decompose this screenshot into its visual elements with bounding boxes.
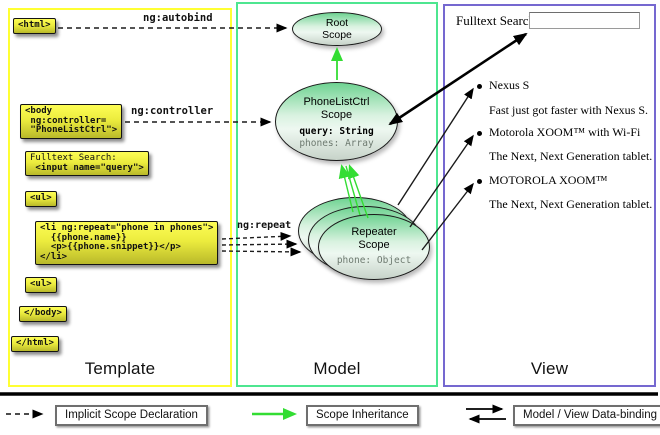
phonelistctrl-scope-ellipse: PhoneListCtrl Scope query: String phones…	[275, 82, 398, 161]
code-line: </html>	[16, 338, 54, 348]
code-line: <ul>	[30, 279, 52, 289]
view-item-snippet: Fast just got faster with Nexus S.	[489, 103, 648, 117]
code-line: </body>	[24, 308, 62, 318]
ng-autobind-label: ng:autobind	[143, 12, 213, 24]
view-item-title: Nexus S	[489, 78, 530, 92]
view-item-snippet: The Next, Next Generation tablet.	[489, 149, 653, 163]
root-scope-title: Scope	[322, 29, 352, 41]
ng-repeat-label: ng:repeat	[237, 220, 292, 231]
repeater-scope-title: Scope	[358, 239, 390, 251]
code-line: <li ng:repeat="phone in phones">	[40, 223, 214, 233]
code-li-repeat: <li ng:repeat="phone in phones"> {{phone…	[35, 221, 219, 265]
code-line: <html>	[18, 20, 51, 30]
code-body-close: </body>	[19, 306, 67, 322]
code-line: ng:controller=	[25, 115, 107, 126]
repeater-scope-ellipse: Repeater Scope phone: Object	[318, 214, 430, 280]
phonelistctrl-scope-title: PhoneListCtrl	[303, 96, 370, 108]
fulltext-search-input[interactable]	[529, 12, 640, 29]
code-line: {{phone.name}}	[40, 232, 127, 243]
model-panel: Model	[236, 2, 438, 387]
code-line: Fulltext Search:	[30, 153, 117, 163]
ng-controller-label: ng:controller	[131, 105, 214, 117]
legend-data-binding: Model / View Data-binding	[513, 405, 660, 426]
code-ul-close: <ul>	[25, 277, 57, 293]
legend-scope-inheritance: Scope Inheritance	[306, 405, 419, 426]
code-line: "PhoneListCtrl">	[25, 125, 118, 135]
view-panel-label: View	[530, 359, 569, 378]
view-search-label: Fulltext Search:	[456, 13, 539, 28]
code-line: <ul>	[30, 193, 52, 203]
phone-property: phone: Object	[336, 255, 412, 266]
view-item-title: MOTOROLA XOOM™	[489, 173, 608, 187]
legend-implicit-scope: Implicit Scope Declaration	[55, 405, 208, 426]
code-html-open: <html>	[13, 18, 56, 34]
query-property: query: String	[299, 126, 374, 137]
view-item-snippet: The Next, Next Generation tablet.	[489, 197, 653, 211]
view-item-bullet	[477, 84, 482, 89]
view-panel: View	[443, 4, 656, 387]
code-ul-open: <ul>	[25, 191, 57, 207]
view-item-title: Motorola XOOM™ with Wi-Fi	[489, 125, 641, 139]
code-line: <p>{{phone.snippet}}</p>	[40, 242, 181, 252]
root-scope-ellipse: Root Scope	[292, 12, 382, 46]
phones-property: phones: Array	[299, 138, 374, 149]
template-panel-label: Template	[84, 359, 156, 378]
code-fulltext-search: Fulltext Search: <input name="query">	[25, 151, 149, 176]
view-item-bullet	[477, 179, 482, 184]
code-html-close: </html>	[11, 336, 59, 352]
phonelistctrl-scope-title: Scope	[320, 109, 353, 121]
code-line: <body	[25, 106, 53, 116]
code-body-open: <body ng:controller= "PhoneListCtrl">	[20, 104, 123, 139]
model-panel-label: Model	[313, 359, 361, 378]
repeater-scope-title: Repeater	[351, 226, 397, 238]
root-scope-title: Root	[325, 17, 349, 29]
view-item-bullet	[477, 131, 482, 136]
code-line: <input name="query">	[30, 162, 144, 173]
code-line: </li>	[40, 251, 68, 262]
